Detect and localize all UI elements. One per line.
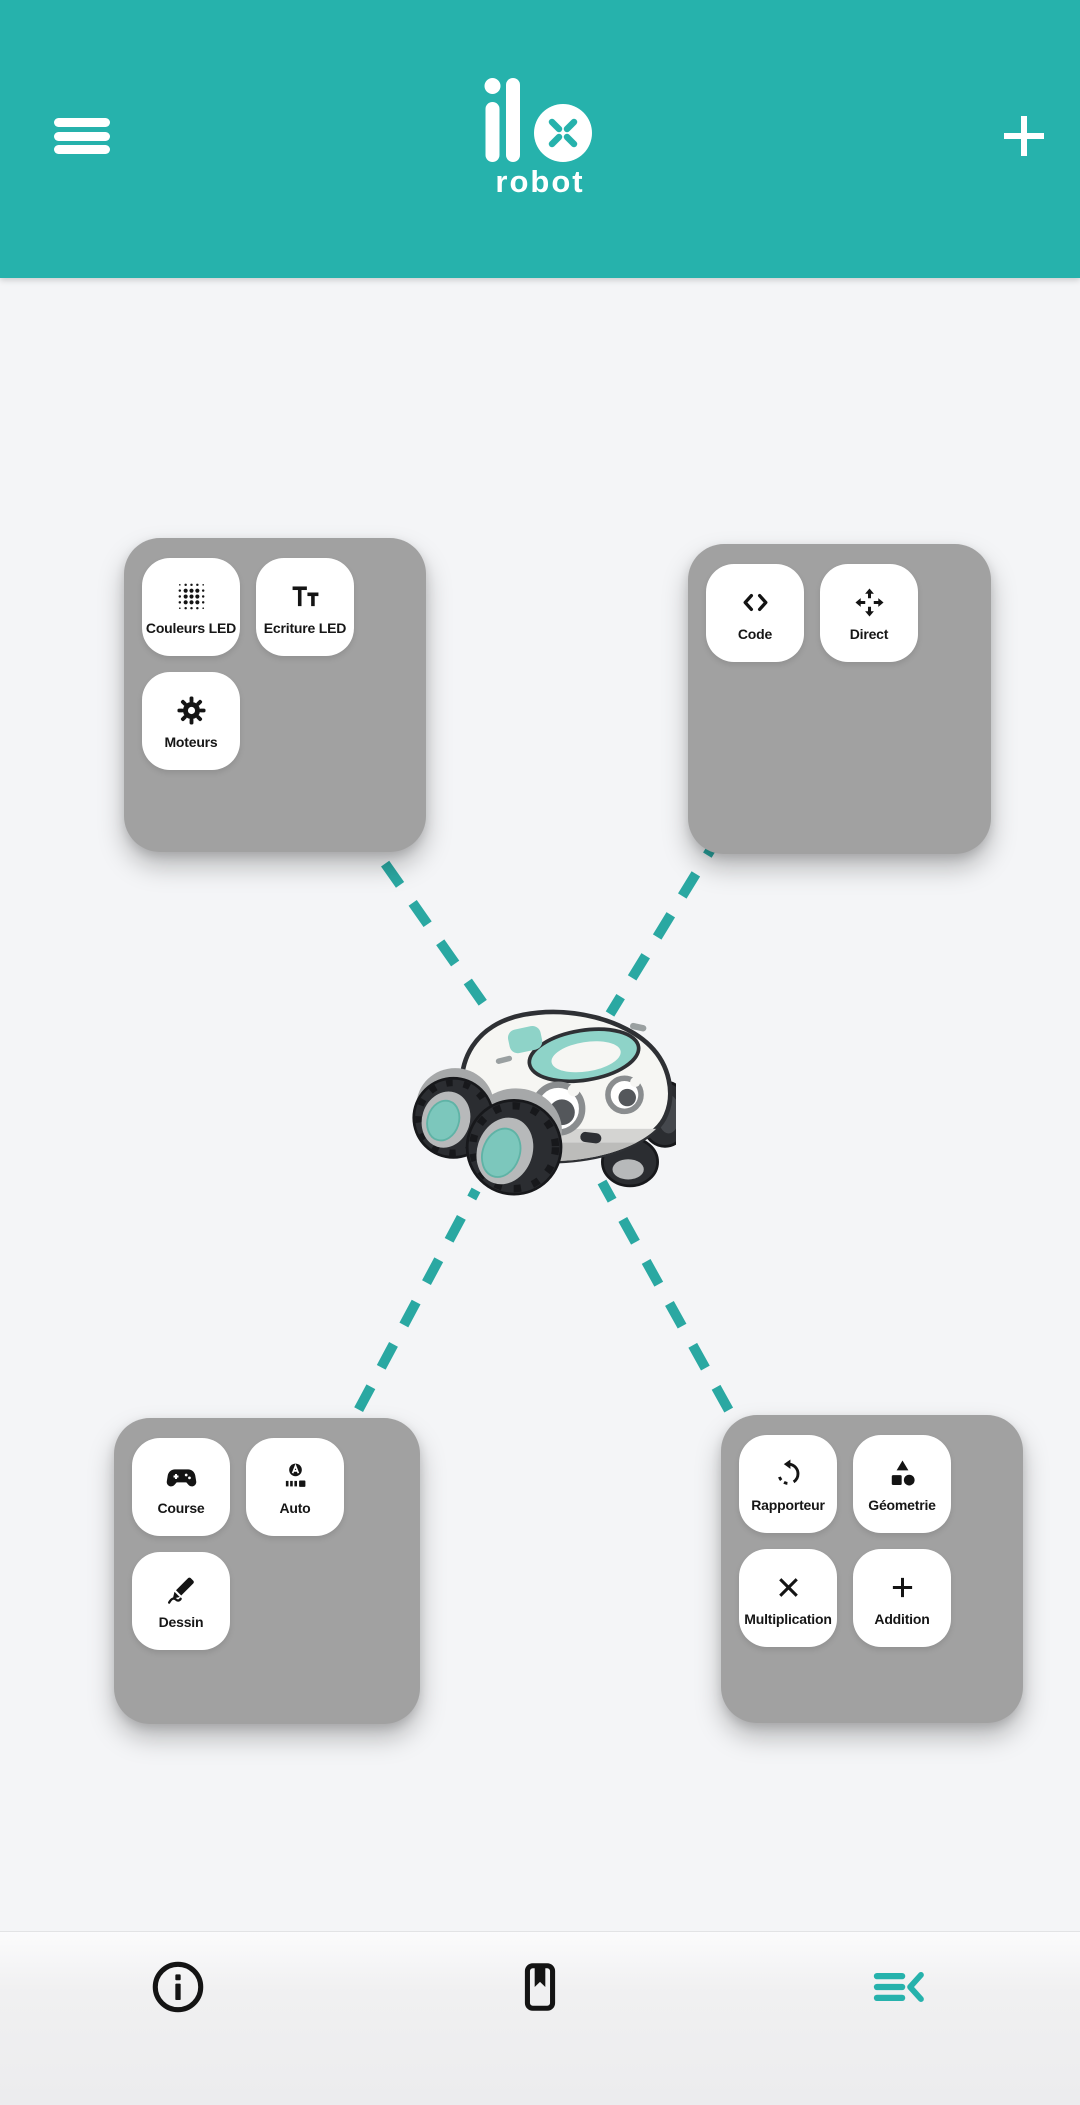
- ilo-logo-icon: [484, 78, 592, 162]
- panel-top-left: Couleurs LED Ecriture LED: [124, 538, 426, 852]
- multiply-icon: [778, 1577, 798, 1597]
- panel-top-right: Code Direct: [688, 544, 991, 854]
- plus-math-icon: [892, 1577, 912, 1597]
- tile-course[interactable]: Course: [132, 1438, 230, 1536]
- tile-label: Multiplication: [744, 1610, 832, 1627]
- gamepad-icon: [166, 1468, 196, 1486]
- tile-label: Dessin: [158, 1613, 204, 1630]
- plus-glyph: [1004, 116, 1044, 156]
- tile-direct[interactable]: Direct: [820, 564, 918, 662]
- tile-code[interactable]: Code: [706, 564, 804, 662]
- led-matrix-icon: [178, 583, 204, 609]
- tile-label: Couleurs LED: [145, 619, 237, 636]
- hamburger-bar: [54, 131, 110, 141]
- tile-addition[interactable]: Addition: [853, 1549, 951, 1647]
- info-button[interactable]: [149, 1958, 207, 2016]
- tile-label: Auto: [279, 1499, 311, 1516]
- gear-icon: [176, 695, 206, 725]
- ilo-robot-image: [412, 998, 692, 1196]
- auto-mode-icon: [285, 1463, 305, 1487]
- panel-bottom-right: Rapporteur Géometrie Multiplication Addi…: [721, 1415, 1023, 1723]
- tile-label: Code: [737, 625, 773, 642]
- hamburger-bar: [54, 145, 110, 154]
- letters-icon: [292, 585, 318, 606]
- tile-geometrie[interactable]: Géometrie: [853, 1435, 951, 1533]
- collapse-menu-button[interactable]: [869, 1958, 927, 2016]
- tile-label: Rapporteur: [751, 1496, 825, 1513]
- tile-rapporteur[interactable]: Rapporteur: [739, 1435, 837, 1533]
- app-header: robot: [0, 0, 1080, 278]
- tile-ecriture-led[interactable]: Ecriture LED: [256, 558, 354, 656]
- bookmark-icon: [524, 1963, 556, 2011]
- robot-illustration: [400, 998, 692, 1210]
- tile-moteurs[interactable]: Moteurs: [142, 672, 240, 770]
- move-arrows-icon: [854, 587, 884, 617]
- tile-label: Ecriture LED: [263, 619, 347, 636]
- tile-label: Course: [157, 1499, 205, 1516]
- tile-multiplication[interactable]: Multiplication: [739, 1549, 837, 1647]
- draw-icon: [167, 1577, 194, 1604]
- tile-label: Moteurs: [164, 733, 218, 750]
- app-logo: robot: [482, 78, 598, 200]
- tile-auto[interactable]: Auto: [246, 1438, 344, 1536]
- plus-icon[interactable]: [1000, 112, 1048, 160]
- shapes-icon: [891, 1459, 915, 1485]
- tile-label: Géometrie: [868, 1496, 936, 1513]
- bottom-bar: [0, 1932, 1080, 2105]
- tile-label: Addition: [874, 1610, 930, 1627]
- code-icon: [743, 593, 767, 611]
- tile-dessin[interactable]: Dessin: [132, 1552, 230, 1650]
- menu-open-icon: [873, 1972, 924, 2002]
- tile-couleurs-led[interactable]: Couleurs LED: [142, 558, 240, 656]
- rotate-left-icon: [777, 1458, 799, 1485]
- tile-label: Direct: [849, 625, 889, 642]
- logo-subtext: robot: [495, 164, 585, 199]
- info-icon: [152, 1961, 204, 2013]
- hamburger-icon[interactable]: [54, 118, 110, 154]
- hamburger-bar: [54, 118, 110, 127]
- panel-bottom-left: Course Auto Dessin: [114, 1418, 420, 1724]
- library-button[interactable]: [511, 1958, 569, 2016]
